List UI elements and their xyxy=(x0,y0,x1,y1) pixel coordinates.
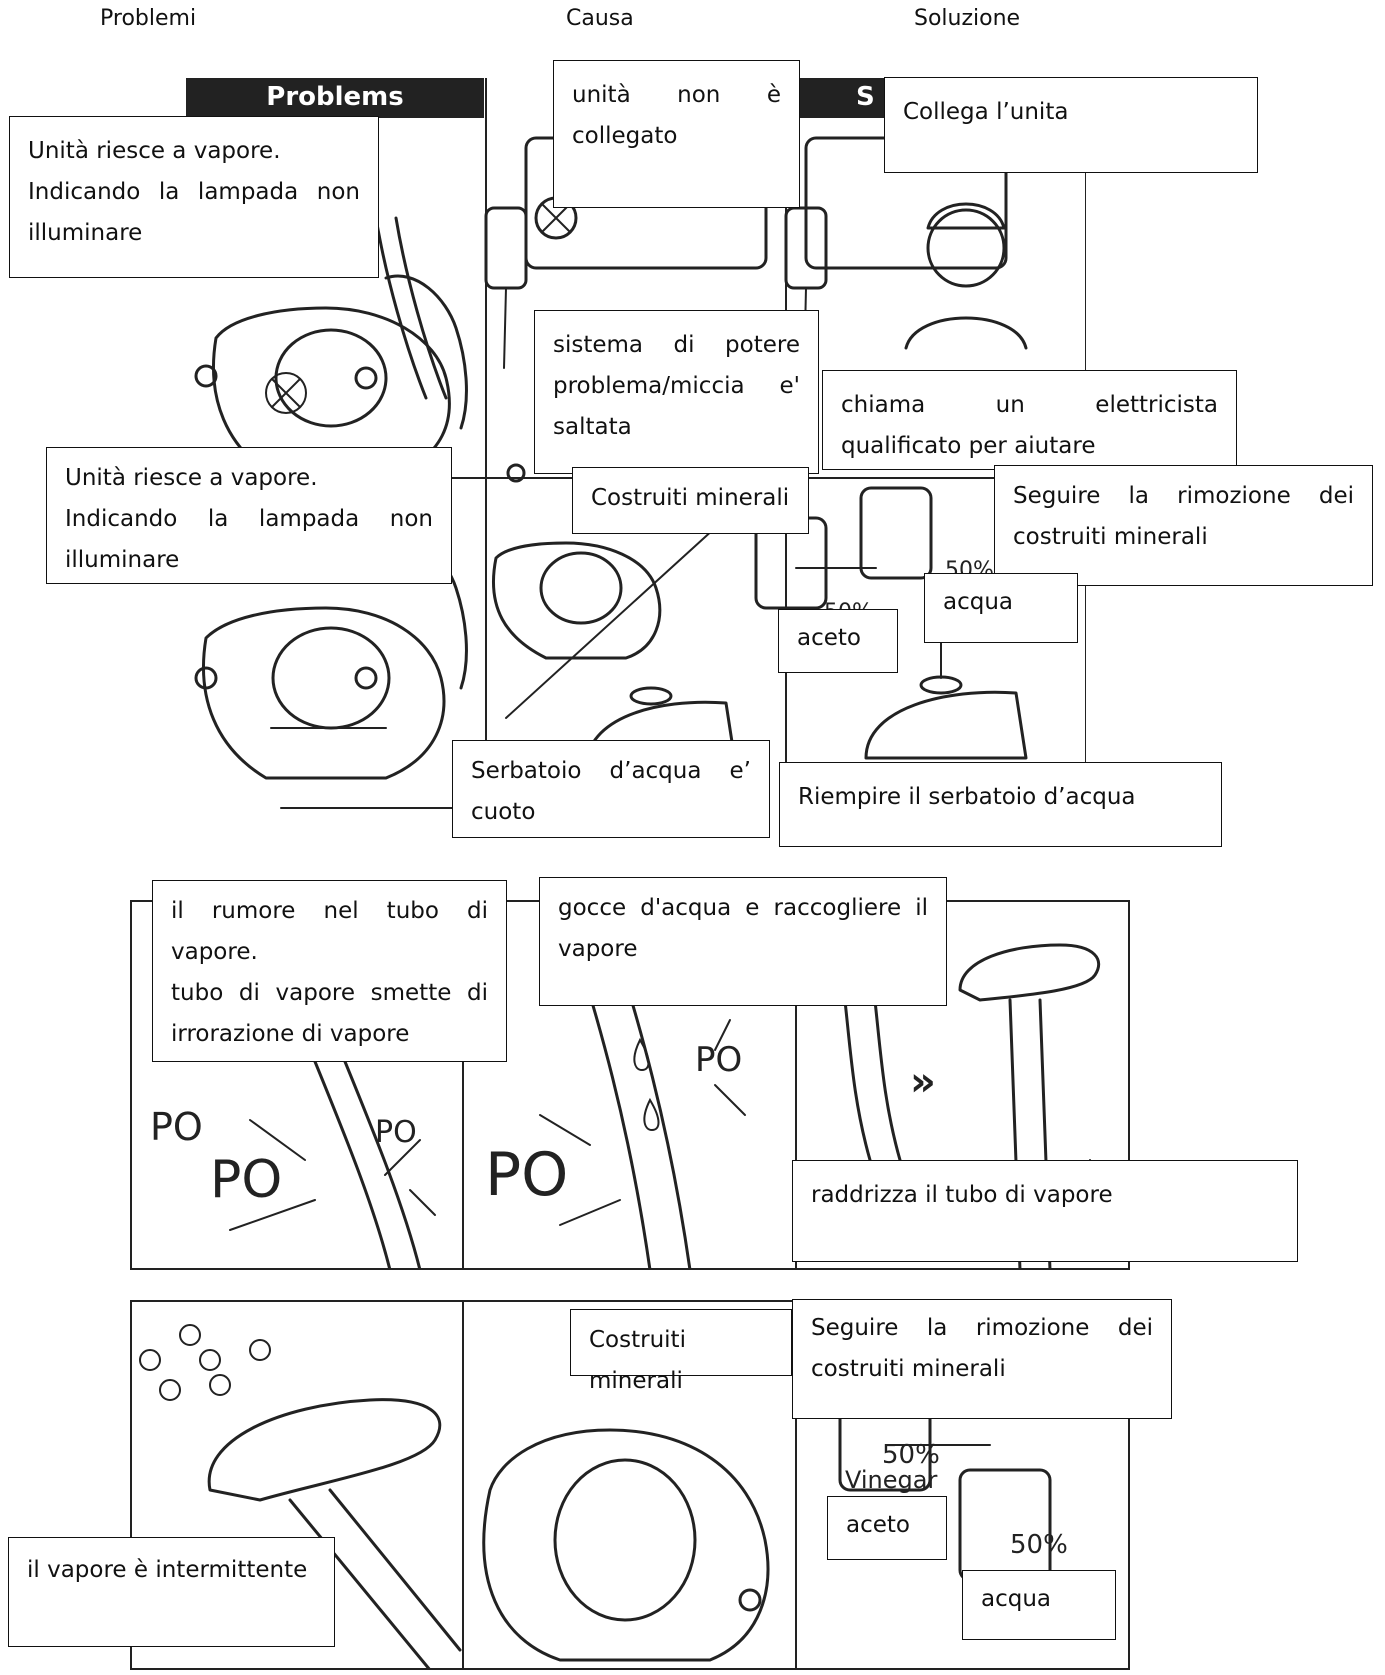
row4-cause-text: Costruiti minerali xyxy=(589,1327,686,1394)
row2-problem-line2: Indicando la lampada non illuminare xyxy=(65,506,433,573)
illustration-drawing-row4 xyxy=(130,1299,1130,1672)
row2-solution-b-text: Riempire il serbatoio d’acqua xyxy=(798,784,1136,810)
row2-cause-b-text: Serbatoio d’acqua e’ cuoto xyxy=(471,758,751,825)
po-label: PO xyxy=(375,1115,417,1150)
row1-cause-b-text: sistema di potere problema/miccia e' sal… xyxy=(553,332,800,440)
illustration-grid-row4: 50% Vinegar 50% xyxy=(130,1299,1130,1672)
row4-solution-text: Seguire la rimozione dei costruiti miner… xyxy=(811,1315,1153,1382)
pct-label: 50% xyxy=(882,1440,940,1470)
row2-solution-a-text: Seguire la rimozione dei costruiti miner… xyxy=(1013,483,1354,550)
po-label: PO xyxy=(150,1105,203,1149)
header-solution: Soluzione xyxy=(914,6,1021,31)
row3-solution-box: raddrizza il tubo di vapore xyxy=(792,1160,1298,1262)
row1-problem-box: Unità riesce a vapore. Indicando la lamp… xyxy=(9,116,379,278)
row1-cause-a-text: unità non è collegato xyxy=(572,82,781,149)
problems-banner: Problems xyxy=(186,78,484,118)
vinegar-label: Vinegar xyxy=(845,1466,938,1494)
row4-vinegar-text: aceto xyxy=(846,1512,910,1538)
row2-problem-line1: Unità riesce a vapore. xyxy=(65,465,318,491)
row4-solution-box: Seguire la rimozione dei costruiti miner… xyxy=(792,1299,1172,1419)
row1-cause-b-box: sistema di potere problema/miccia e' sal… xyxy=(534,310,819,474)
row3-problem-line1: il rumore nel tubo di vapore. xyxy=(171,898,488,965)
illustration-grid-top: Problems S xyxy=(186,78,1086,818)
row1-solution-b-text: chiama un elettricista qualificato per a… xyxy=(841,392,1218,459)
row2-solution-b-box: Riempire il serbatoio d’acqua xyxy=(779,762,1222,847)
row2-vinegar-box: aceto xyxy=(778,609,898,673)
header-cause: Causa xyxy=(566,6,634,31)
row4-problem-box: il vapore è intermittente xyxy=(8,1537,335,1647)
row4-cause-box: Costruiti minerali xyxy=(570,1309,792,1394)
svg-text:»: » xyxy=(910,1059,936,1105)
row4-problem-text: il vapore è intermittente xyxy=(27,1557,308,1583)
row2-cause-b-box: Serbatoio d’acqua e’ cuoto xyxy=(452,740,770,838)
row1-problem-line2: Indicando la lampada non illuminare xyxy=(28,179,360,246)
row3-cause-box: gocce d'acqua e raccogliere il vapore xyxy=(539,877,947,1006)
po-label: PO xyxy=(485,1140,569,1210)
row1-cause-a-box: unità non è collegato xyxy=(553,60,800,208)
row2-water-text: acqua xyxy=(943,589,1014,615)
row3-problem-box: il rumore nel tubo di vapore. tubo di va… xyxy=(152,880,507,1062)
row1-solution-b-box: chiama un elettricista qualificato per a… xyxy=(822,370,1237,470)
row4-water-text: acqua xyxy=(981,1586,1052,1612)
row2-problem-box: Unità riesce a vapore. Indicando la lamp… xyxy=(46,447,452,584)
row1-solution-a-box: Collega l’unita xyxy=(884,77,1258,173)
illustration-drawing-top xyxy=(186,78,1086,818)
row2-solution-a-box: Seguire la rimozione dei costruiti miner… xyxy=(994,465,1373,586)
row2-cause-a-text: Costruiti minerali xyxy=(591,485,790,511)
po-label: PO xyxy=(210,1150,283,1210)
row1-problem-line1: Unità riesce a vapore. xyxy=(28,138,281,164)
row4-vinegar-box: aceto xyxy=(827,1496,947,1560)
pct-label: 50% xyxy=(1010,1530,1068,1560)
row3-solution-text: raddrizza il tubo di vapore xyxy=(811,1182,1113,1208)
header-problems: Problemi xyxy=(100,6,197,31)
row3-problem-line2: tubo di vapore smette di irrorazione di … xyxy=(171,980,488,1047)
row2-vinegar-text: aceto xyxy=(797,625,861,651)
row2-cause-a-box: Costruiti minerali xyxy=(572,467,809,534)
po-label: PO xyxy=(695,1040,743,1080)
row1-solution-a-text: Collega l’unita xyxy=(903,99,1069,125)
row4-water-box: acqua xyxy=(962,1570,1116,1640)
row3-cause-text: gocce d'acqua e raccogliere il vapore xyxy=(558,895,928,962)
row2-water-box: acqua xyxy=(924,573,1078,643)
